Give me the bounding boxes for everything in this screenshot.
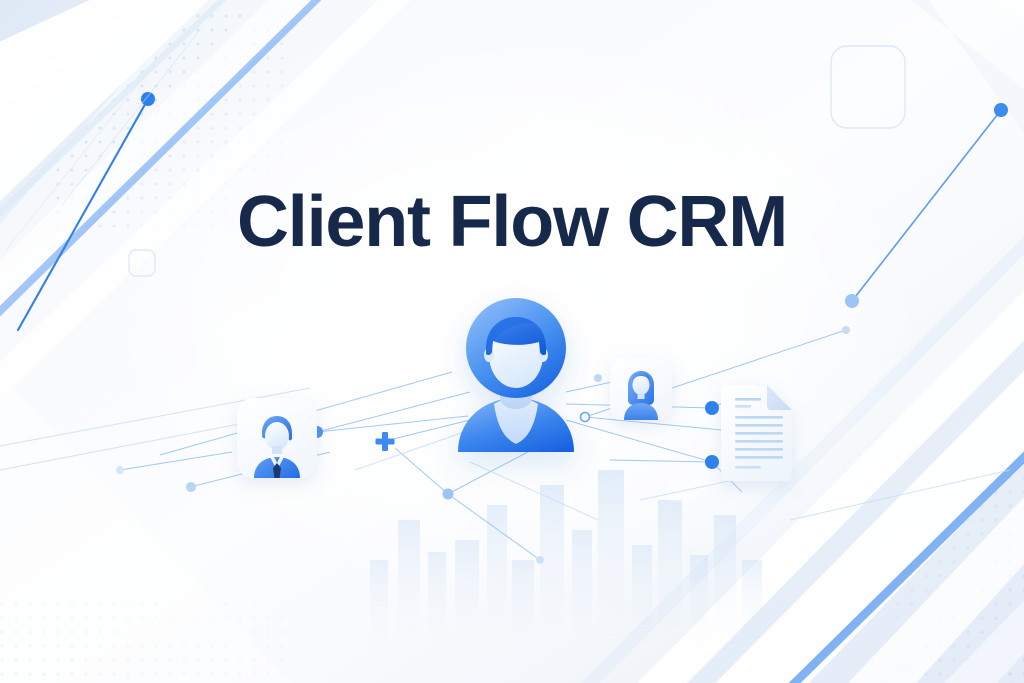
ghost-bars-group [370, 470, 762, 655]
businessman-avatar-icon [254, 416, 300, 478]
node-lower-left [186, 482, 196, 492]
node-right-small [594, 374, 602, 382]
connector-lines-faint [0, 387, 1011, 521]
add-contact-plus-icon [375, 432, 395, 451]
node-mid-ring [579, 411, 591, 423]
document-text-lines [735, 398, 783, 469]
title-container: Client Flow CRM [0, 186, 1024, 258]
accent-line-top-left [16, 92, 155, 332]
soft-wash-bottom-left [0, 372, 293, 683]
page-title: Client Flow CRM [237, 182, 788, 262]
businesswoman-avatar-icon [624, 371, 658, 420]
ghost-cards-group [285, 450, 699, 523]
accent-hairlines [5, 29, 201, 251]
node-left-far [116, 466, 124, 474]
rounded-square-top-right [830, 45, 906, 129]
central-avatar-face [484, 317, 548, 388]
node-bottom-center [442, 488, 454, 500]
node-lower-mid [536, 556, 544, 564]
accent-line-top-right [845, 103, 1008, 308]
rounded-square-top-left [128, 249, 156, 277]
node-doc-lower [705, 455, 719, 469]
diagonal-stripes-top-right [911, 0, 1024, 134]
node-far-right [842, 326, 850, 334]
node-doc-upper [705, 401, 719, 415]
